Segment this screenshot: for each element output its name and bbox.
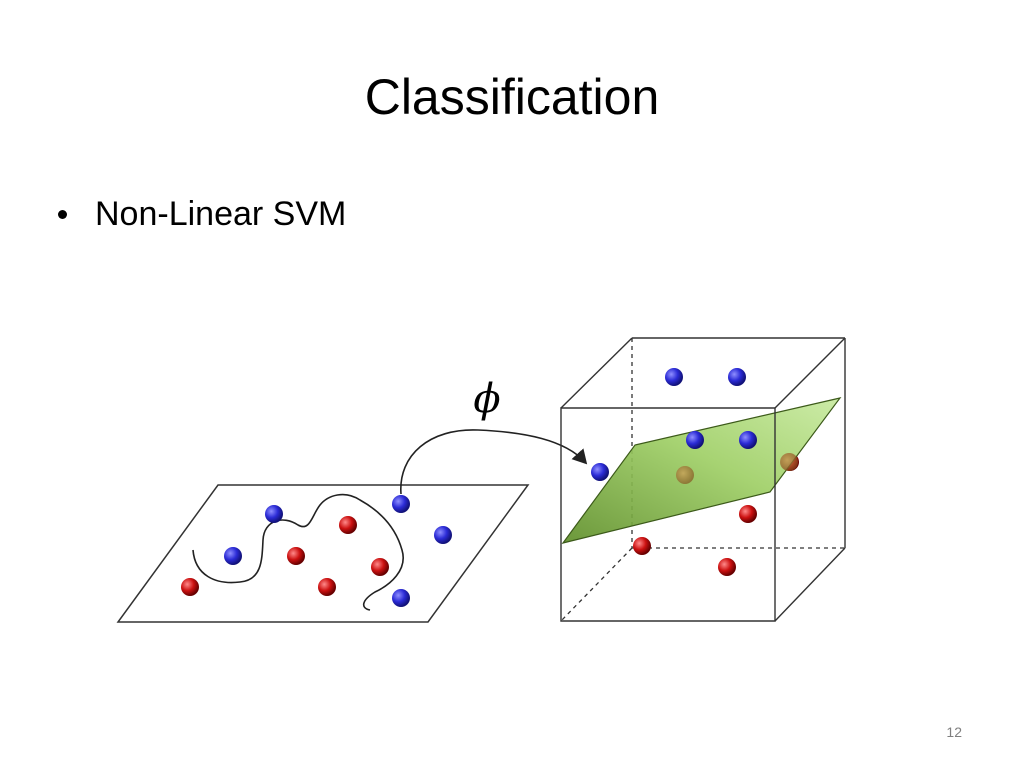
red-data-point [739, 505, 757, 523]
phi-symbol: ϕ [473, 376, 500, 422]
blue-data-point [665, 368, 683, 386]
mapping-arrow [400, 429, 588, 495]
blue-data-point [739, 431, 757, 449]
red-data-point [339, 516, 357, 534]
cube-front-edges [560, 337, 846, 622]
blue-data-point [728, 368, 746, 386]
red-data-point [371, 558, 389, 576]
blue-data-point [434, 526, 452, 544]
bullet-point-icon [58, 209, 67, 219]
blue-data-point [591, 463, 609, 481]
cube-hidden-edges [560, 338, 845, 622]
red-data-point-behind-plane [676, 466, 694, 484]
nonlinear-decision-boundary [192, 493, 404, 611]
blue-data-point [224, 547, 242, 565]
page-number: 12 [946, 724, 962, 740]
slide-title: Classification [364, 69, 660, 125]
red-data-point-behind-plane [780, 453, 798, 471]
bullet-text: Non-Linear SVM [95, 195, 347, 233]
blue-data-point [392, 495, 410, 513]
red-data-point [718, 558, 736, 576]
blue-data-point [392, 589, 410, 607]
blue-data-point [686, 431, 704, 449]
input-space-plane [116, 484, 530, 623]
separating-hyperplane [561, 397, 842, 544]
red-data-point [633, 537, 651, 555]
red-data-point [181, 578, 199, 596]
blue-data-point [265, 505, 283, 523]
bullet-item: Non-Linear SVM [58, 192, 346, 236]
cube-back-edges [632, 337, 846, 548]
red-data-point [318, 578, 336, 596]
red-data-point [287, 547, 305, 565]
